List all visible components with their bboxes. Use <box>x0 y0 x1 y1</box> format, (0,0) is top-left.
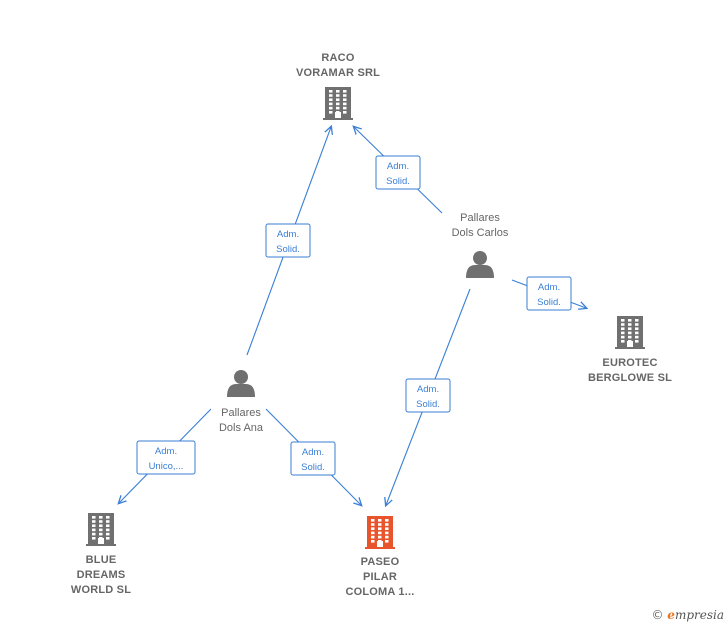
company-node[interactable]: PASEO PILAR COLOMA 1... <box>345 516 414 598</box>
node-label[interactable]: BLUE <box>86 554 117 566</box>
role-label-text: Adm. <box>302 447 324 458</box>
company-node[interactable]: RACO VORAMAR SRL <box>296 52 380 120</box>
relation-edge[interactable]: Adm. Solid. <box>511 276 586 311</box>
relation-edge[interactable]: Adm. Solid. <box>386 288 471 505</box>
company-node[interactable]: BLUE DREAMS WORLD SL <box>71 513 131 596</box>
role-label-text: Adm. <box>277 229 299 240</box>
role-label-text: Solid. <box>301 462 325 473</box>
node-label[interactable]: Pallares <box>460 212 500 224</box>
role-label-text: Solid. <box>537 297 561 308</box>
building-icon[interactable] <box>323 87 353 120</box>
role-label-box[interactable]: Adm. Solid. <box>290 441 336 476</box>
node-label[interactable]: Pallares <box>221 407 261 419</box>
role-label-text: Solid. <box>276 244 300 255</box>
node-label[interactable]: Dols Ana <box>219 422 264 434</box>
relation-edge[interactable]: Adm. Solid. <box>354 127 443 214</box>
node-label[interactable]: WORLD SL <box>71 584 131 596</box>
node-label[interactable]: COLOMA 1... <box>345 586 414 598</box>
building-icon[interactable] <box>615 316 645 349</box>
relation-edge[interactable]: Adm. Solid. <box>246 127 331 356</box>
role-label-box[interactable]: Adm. Solid. <box>405 378 451 413</box>
edges-layer: Adm. Solid. Adm. Solid. Adm. Solid. Adm. Solid.… <box>119 127 586 505</box>
role-label-text: Solid. <box>386 176 410 187</box>
node-label[interactable]: Dols Carlos <box>452 227 509 239</box>
building-icon[interactable] <box>86 513 116 546</box>
node-label[interactable]: PILAR <box>363 571 397 583</box>
node-label[interactable]: RACO <box>321 52 354 64</box>
copyright-symbol: © <box>651 608 664 622</box>
role-label-box[interactable]: Adm. Solid. <box>526 276 572 311</box>
building-icon[interactable] <box>365 516 395 549</box>
footer-credit: © empresia <box>651 608 724 622</box>
person-icon[interactable] <box>466 251 494 278</box>
nodes-layer: RACO VORAMAR SRL EUROTEC BERGLOWE SL BLUE DRE… <box>71 52 672 598</box>
role-label-text: Solid. <box>416 399 440 410</box>
relation-edge[interactable]: Adm. Unico,... <box>119 408 212 503</box>
role-label-text: Adm. <box>417 384 439 395</box>
brand-logo[interactable]: empresia <box>667 608 724 622</box>
company-node[interactable]: EUROTEC BERGLOWE SL <box>588 316 672 384</box>
person-icon[interactable] <box>227 370 255 397</box>
node-label[interactable]: VORAMAR SRL <box>296 67 380 79</box>
role-label-box[interactable]: Adm. Unico,... <box>136 440 196 475</box>
relation-edge[interactable]: Adm. Solid. <box>265 408 361 505</box>
node-label[interactable]: PASEO <box>361 556 400 568</box>
role-label-box[interactable]: Adm. Solid. <box>265 223 311 258</box>
node-label[interactable]: BERGLOWE SL <box>588 372 672 384</box>
node-label[interactable]: DREAMS <box>77 569 126 581</box>
role-label-text: Adm. <box>155 446 177 457</box>
node-label[interactable]: EUROTEC <box>602 357 657 369</box>
role-label-text: Unico,... <box>149 461 184 472</box>
role-label-box[interactable]: Adm. Solid. <box>375 155 421 190</box>
role-label-text: Adm. <box>538 282 560 293</box>
role-label-text: Adm. <box>387 161 409 172</box>
